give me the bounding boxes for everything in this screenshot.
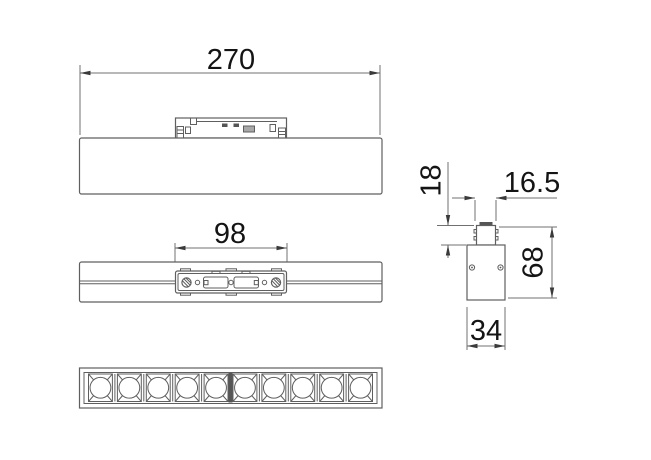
led-lens-circle bbox=[176, 376, 199, 399]
dimension-label-overall-length: 270 bbox=[206, 44, 256, 76]
optic-cell bbox=[348, 373, 374, 402]
luminaire-body-end bbox=[466, 244, 506, 301]
led-lens-circle bbox=[262, 376, 285, 399]
dimension-label-adapter-height: 18 bbox=[415, 164, 448, 197]
optic-cell bbox=[203, 373, 229, 402]
dim-16-5-lines bbox=[452, 195, 557, 221]
led-lens-circle bbox=[89, 376, 112, 399]
dimension-label-total-height: 68 bbox=[517, 246, 550, 279]
optic-cell bbox=[319, 373, 345, 402]
optic-cell bbox=[116, 373, 142, 402]
end-screw-right bbox=[497, 264, 504, 271]
optic-cell bbox=[145, 373, 171, 402]
dim-68-lines bbox=[499, 226, 557, 299]
led-lens-circle bbox=[320, 376, 343, 399]
led-lens-circle bbox=[205, 376, 227, 399]
luminaire-body-side bbox=[78, 137, 383, 195]
adapter-screw-right bbox=[270, 277, 282, 288]
dimension-label-body-width: 34 bbox=[469, 315, 503, 347]
led-lens-circle bbox=[118, 376, 141, 399]
track-adapter-plan bbox=[174, 268, 288, 296]
led-lens-circle bbox=[291, 376, 314, 399]
dim-270-lines bbox=[79, 65, 381, 135]
optic-cell bbox=[261, 373, 287, 402]
dim-18-lines bbox=[437, 162, 474, 258]
dim-34-lines bbox=[466, 307, 506, 350]
plan-view bbox=[78, 243, 383, 303]
dimension-label-adapter-length: 98 bbox=[213, 218, 247, 250]
bottom-view bbox=[78, 367, 383, 409]
track-adapter-side bbox=[174, 117, 288, 139]
center-divider bbox=[228, 373, 233, 403]
track-adapter-end bbox=[473, 222, 499, 246]
optic-cell bbox=[232, 373, 258, 402]
dimension-label-adapter-top-width: 16.5 bbox=[503, 167, 561, 199]
end-view bbox=[437, 162, 557, 350]
adapter-screw-left bbox=[181, 277, 192, 288]
led-lens-circle bbox=[234, 376, 256, 399]
bottom-frame-inner bbox=[83, 372, 378, 404]
optic-cell bbox=[290, 373, 316, 402]
led-optic-cells bbox=[88, 373, 374, 403]
optic-cell bbox=[88, 373, 113, 402]
led-lens-circle bbox=[147, 376, 170, 399]
optic-cell bbox=[174, 373, 200, 402]
led-lens-circle bbox=[349, 376, 372, 399]
side-elevation-view bbox=[78, 65, 383, 195]
end-screw-left bbox=[468, 264, 476, 271]
